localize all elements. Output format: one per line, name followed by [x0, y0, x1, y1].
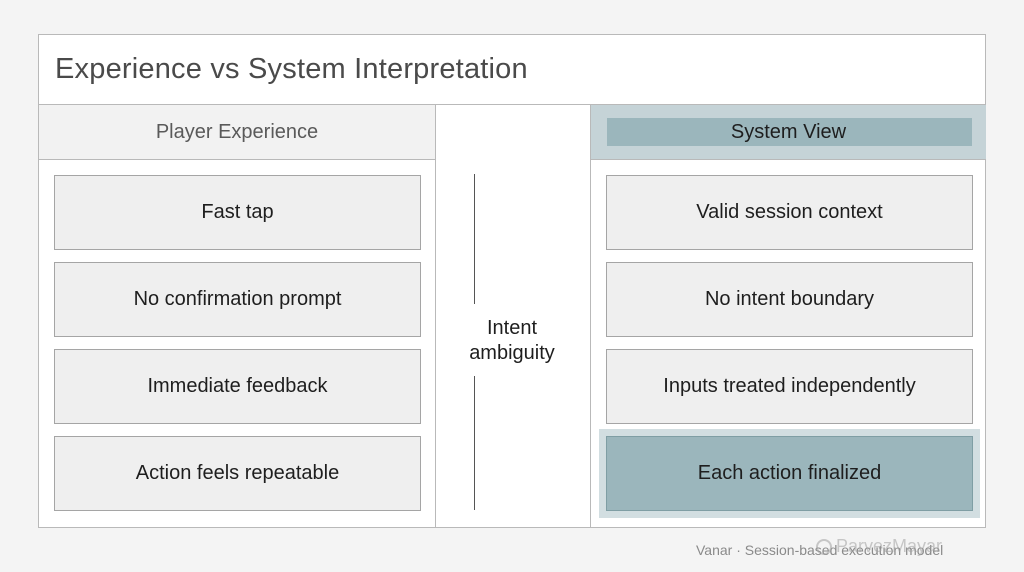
- intent-ambiguity-line1: Intent: [486, 317, 538, 339]
- player-item-box: Immediate feedback: [54, 349, 421, 424]
- system-item-box: Valid session context: [606, 175, 973, 250]
- divider-line-top: [474, 174, 475, 304]
- watermark-logo-icon: [816, 539, 832, 555]
- intent-ambiguity-label: Intent ambiguity: [440, 316, 584, 366]
- system-view-column: System View Valid session context No int…: [590, 105, 986, 528]
- system-item-box: No intent boundary: [606, 262, 973, 337]
- system-item-box: Inputs treated independently: [606, 349, 973, 424]
- intent-ambiguity-line2: ambiguity: [469, 342, 555, 364]
- player-item-box: No confirmation prompt: [54, 262, 421, 337]
- player-item-box: Action feels repeatable: [54, 436, 421, 511]
- diagram-title: Experience vs System Interpretation: [55, 53, 528, 85]
- diagram-frame: Experience vs System Interpretation Play…: [38, 34, 986, 528]
- system-view-header-fill: [607, 118, 972, 146]
- player-experience-column: Player Experience Fast tap No confirmati…: [39, 105, 436, 528]
- player-experience-header-label: Player Experience: [155, 120, 319, 143]
- player-item-box: Fast tap: [54, 175, 421, 250]
- watermark-text: ParvezMayar: [836, 536, 943, 556]
- player-experience-header: Player Experience: [39, 105, 435, 160]
- divider-line-bottom: [474, 376, 475, 510]
- system-item-box-highlighted: Each action finalized: [606, 436, 973, 511]
- watermark: ParvezMayar: [816, 536, 942, 557]
- system-view-header: System View: [591, 105, 986, 160]
- system-view-header-label: System View: [730, 120, 847, 143]
- title-bar: Experience vs System Interpretation: [39, 35, 985, 105]
